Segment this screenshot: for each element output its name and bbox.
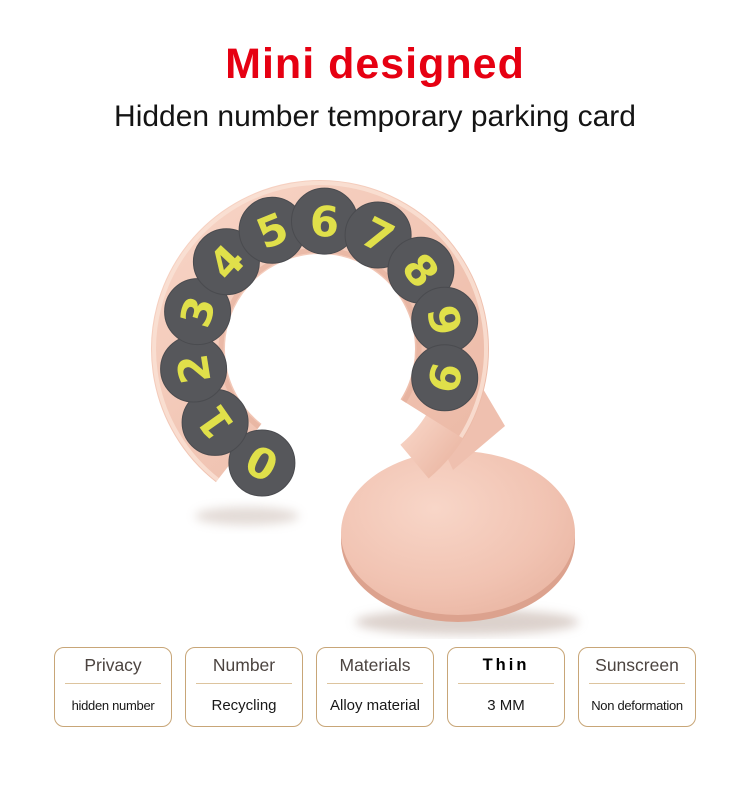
feature-box-number: Number Recycling — [185, 647, 303, 727]
digit-pad — [411, 344, 479, 412]
feature-row: Privacy hidden number Number Recycling M… — [0, 647, 750, 727]
feature-box-sunscreen: Sunscreen Non deformation — [578, 647, 696, 727]
feature-box-thin: Thin 3 MM — [447, 647, 565, 727]
feature-title: Number — [196, 648, 292, 684]
feature-value: hidden number — [71, 697, 155, 713]
feature-value: Recycling — [211, 696, 277, 714]
feature-title: Materials — [327, 648, 423, 684]
feature-value: 3 MM — [487, 696, 525, 714]
disc-shadow — [355, 609, 579, 635]
ring-shadow — [195, 507, 299, 525]
feature-value: Alloy material — [329, 696, 421, 714]
page-title: Mini designed — [225, 40, 525, 88]
digit-label: 6 — [309, 197, 340, 247]
page-subtitle: Hidden number temporary parking card — [114, 100, 636, 133]
feature-title: Privacy — [65, 648, 161, 684]
feature-title: Thin — [458, 648, 554, 684]
feature-box-materials: Materials Alloy material — [316, 647, 434, 727]
feature-box-privacy: Privacy hidden number — [54, 647, 172, 727]
feature-value: Non deformation — [591, 697, 683, 713]
ring-outer-highlight — [152, 181, 489, 482]
feature-title: Sunscreen — [589, 648, 685, 684]
disc — [341, 451, 575, 615]
digit-pad — [228, 429, 296, 497]
